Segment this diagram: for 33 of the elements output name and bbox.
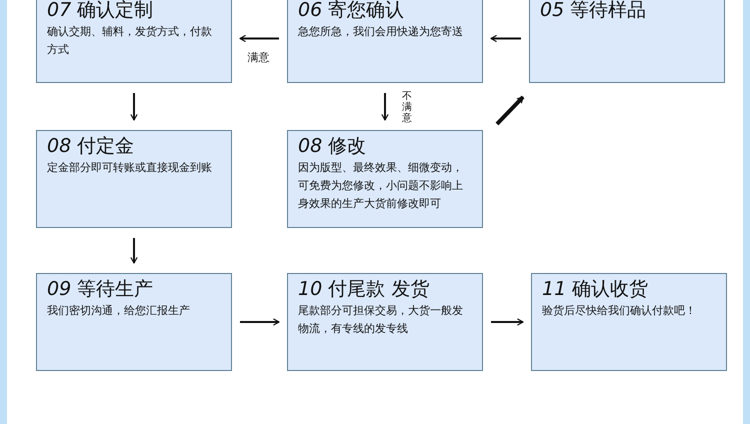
step-title: 11 确认收货 [542,277,650,301]
step-description: 因为版型、最终效果、细微变动，可免费为您修改，小问题不影响上身效果的生产大货前修改即可 [298,160,464,212]
arrow [240,318,280,326]
step-description: 确认交期、辅料，发货方式，付款方式 [47,24,213,58]
step-description: 急您所急，我们会用快递为您寄送 [298,24,464,40]
step-title: 08 修改 [298,134,368,158]
arrow [491,318,524,326]
arrow [496,96,524,126]
step-box [529,0,725,83]
arrow [381,93,389,121]
arrow [130,238,138,264]
step-title: 06 寄您确认 [298,0,406,22]
step-description: 验货后尽快给我们确认付款吧！ [542,303,697,319]
step-description: 我们密切沟通，给您汇报生产 [47,303,191,319]
step-box [287,130,483,228]
step-box [287,0,483,83]
step-title: 05 等待样品 [540,0,648,22]
arrow [130,93,138,121]
step-title: 07 确认定制 [47,0,154,22]
arrow [239,34,279,42]
edge-label: 满意 [248,52,270,64]
step-title: 08 付定金 [47,134,136,158]
step-description: 定金部分即可转账或直接现金到账 [47,160,213,176]
step-title: 10 付尾款 发货 [298,277,430,301]
step-box [36,0,232,83]
step-box [287,273,483,371]
step-box [36,130,232,228]
step-title: 09 等待生产 [47,277,154,301]
step-box [531,273,727,371]
step-box [36,273,232,371]
edge-label: 不满意 [402,91,413,124]
step-description: 尾款部分可担保交易，大货一般发物流，有专线的发专线 [298,303,464,337]
arrow [490,34,521,42]
